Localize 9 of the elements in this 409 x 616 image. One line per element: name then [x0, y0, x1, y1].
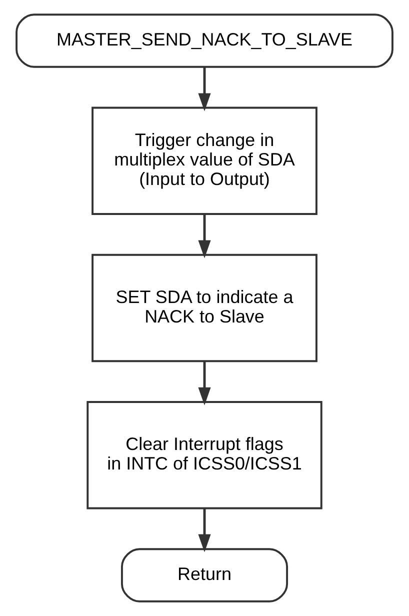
arrow	[198, 362, 211, 406]
node-box: MASTER_SEND_NACK_TO_SLAVE	[16, 14, 394, 68]
arrow	[198, 67, 211, 112]
node-box: SET SDA to indicate a NACK to Slave	[92, 254, 318, 362]
node-box: Trigger change in multiplex value of SDA (Input to Output)	[92, 106, 318, 215]
arrow	[198, 214, 211, 258]
arrow	[198, 508, 211, 552]
node-box: Clear Interrupt flags in INTC of ICSS0/ICSS1	[86, 401, 322, 510]
node-box: Return	[120, 548, 288, 602]
